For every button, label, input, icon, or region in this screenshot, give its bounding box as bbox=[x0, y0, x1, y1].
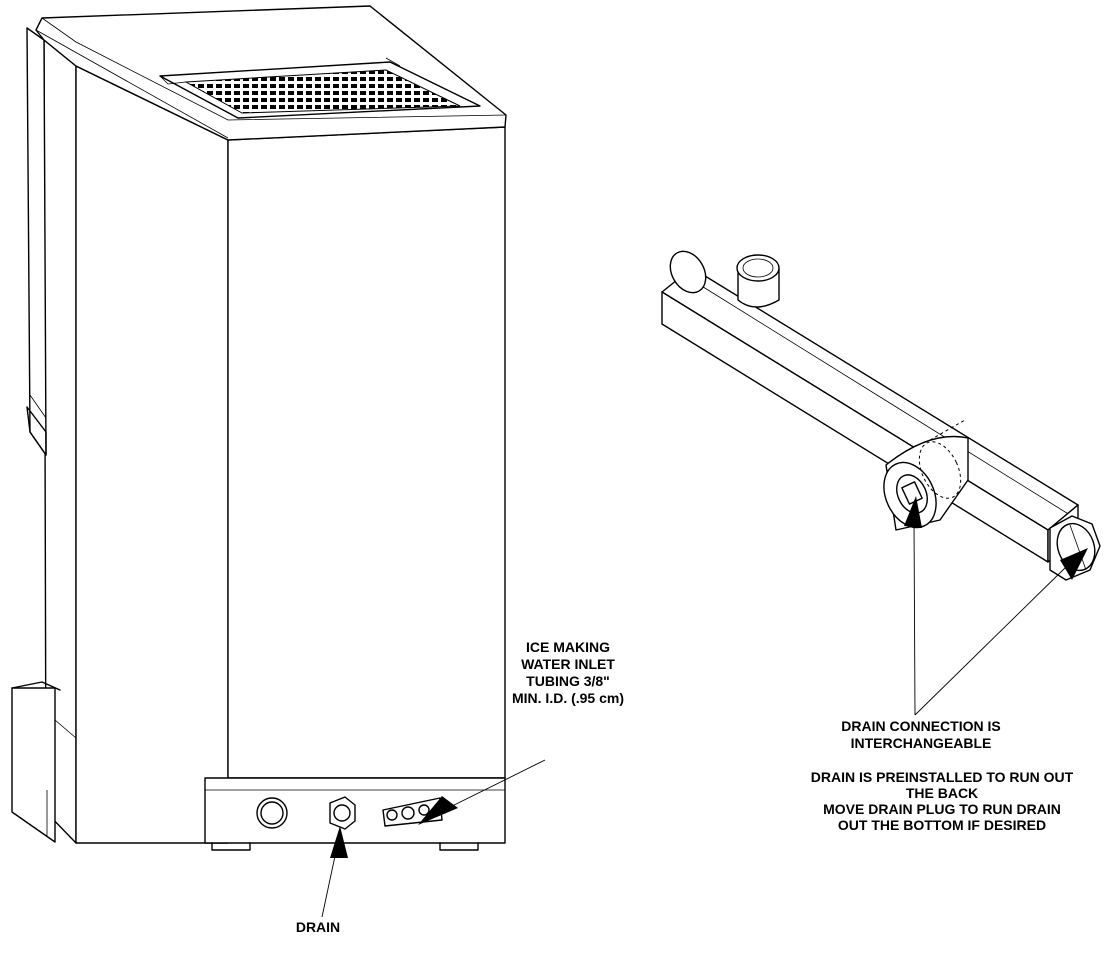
drain-note-line-1: DRAIN IS PREINSTALLED TO RUN OUT bbox=[811, 769, 1074, 785]
drain-label: DRAIN bbox=[296, 919, 340, 935]
ice-inlet-label-line-4: MIN. I.D. (.95 cm) bbox=[512, 690, 624, 706]
drain-note-line-2: THE BACK bbox=[906, 785, 978, 801]
drain-component bbox=[661, 250, 1101, 581]
drain-note-label: DRAIN IS PREINSTALLED TO RUN OUT THE BAC… bbox=[811, 769, 1074, 833]
ice-machine-cabinet bbox=[11, 5, 507, 851]
ice-inlet-label-line-1: ICE MAKING bbox=[526, 639, 610, 655]
ice-inlet-label-line-3: TUBING 3/8" bbox=[526, 673, 610, 689]
leader-lines bbox=[321, 496, 1088, 918]
ice-inlet-label: ICE MAKING WATER INLET TUBING 3/8" MIN. … bbox=[512, 639, 624, 706]
drain-note-line-4: OUT THE BOTTOM IF DESIRED bbox=[838, 817, 1046, 833]
drain-note-line-3: MOVE DRAIN PLUG TO RUN DRAIN bbox=[823, 801, 1061, 817]
drain-connection-line-2: INTERCHANGEABLE bbox=[851, 735, 992, 751]
drain-connection-line-1: DRAIN CONNECTION IS bbox=[841, 718, 1000, 734]
drain-connection-label: DRAIN CONNECTION IS INTERCHANGEABLE bbox=[841, 718, 1000, 751]
ice-inlet-label-line-2: WATER INLET bbox=[521, 656, 615, 672]
